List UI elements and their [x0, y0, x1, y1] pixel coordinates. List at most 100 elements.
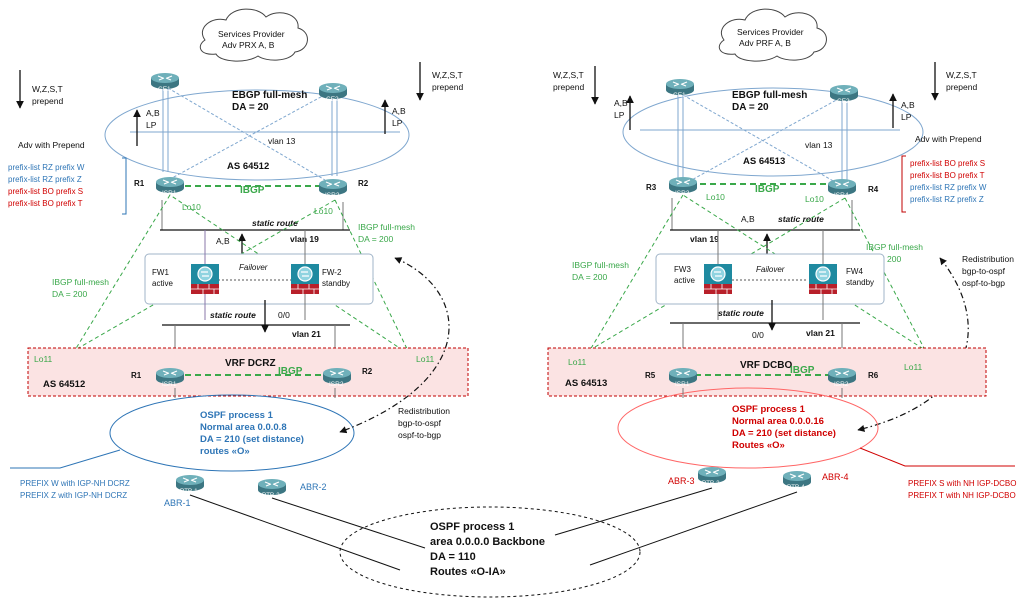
fw2-state: standby — [322, 279, 350, 288]
fw1-left: FW1 — [152, 268, 169, 277]
prefix-t: PREFIX T with NH IGP-DCBO — [908, 491, 1016, 500]
ibgp-mesh-right-left: IBGP full-mesh — [358, 222, 415, 232]
as-bottom-right: AS 64513 — [565, 378, 607, 389]
firewall-icon — [808, 263, 838, 295]
redis2-left: bgp-to-ospf — [398, 418, 442, 428]
r2b-left: R2 — [362, 367, 373, 376]
zero-right: 0/0 — [752, 330, 764, 340]
ebgp-da-left: DA = 20 — [232, 102, 269, 113]
ce1-left: CE1 — [158, 86, 171, 93]
ebgp-title-right: EBGP full-mesh — [732, 90, 807, 101]
ospf2-left: Normal area 0.0.0.8 — [200, 422, 287, 433]
rtr4: RTR-4 — [787, 485, 805, 491]
ab-right-b: A,B — [901, 100, 915, 110]
cloud-left-line2: Adv PRX A, B — [222, 40, 275, 50]
r6: R6 — [868, 371, 879, 380]
ce2-left: CE2 — [326, 96, 339, 103]
isr4: ISR4 — [834, 192, 849, 199]
as-top-right: AS 64513 — [743, 156, 785, 167]
redis3-left: ospf-to-bgp — [398, 430, 441, 440]
prepend-right-b: prepend — [946, 82, 977, 92]
fw4: FW4 — [846, 267, 863, 276]
r5: R5 — [645, 371, 656, 380]
fw3: FW3 — [674, 265, 691, 274]
ibgp-mesh-left-left: IBGP full-mesh — [52, 277, 109, 287]
abr4: ABR-4 — [822, 472, 849, 482]
ibgp2-right: IBGP — [790, 365, 815, 376]
isr2b-left: ISR2 — [329, 381, 344, 388]
ebgp-da-right: DA = 20 — [732, 102, 769, 113]
cloud-right — [718, 8, 827, 62]
ibgp-mesh-left-da-left: DA = 200 — [52, 289, 87, 299]
lo10-left-a: Lo10 — [182, 202, 201, 212]
abr3: ABR-3 — [668, 476, 695, 486]
ospf4-right: Routes «O» — [732, 440, 785, 451]
fw2-left: FW-2 — [322, 268, 342, 277]
r1b-left: R1 — [131, 371, 142, 380]
lo11-left-b: Lo11 — [416, 354, 435, 364]
static-route2-right: static route — [718, 308, 764, 318]
lp-right-a: LP — [614, 110, 625, 120]
cloud-right-line1: Services Provider — [737, 27, 804, 37]
ibgp-right: IBGP — [755, 184, 780, 195]
vlan13-right: vlan 13 — [805, 140, 833, 150]
isr1b-right: ISR1 — [675, 381, 690, 388]
firewall-icon — [190, 263, 220, 295]
failover-right: Failover — [756, 265, 785, 274]
r3: R3 — [646, 183, 657, 192]
prefix-list-item: prefix-list RZ prefix Z — [910, 195, 984, 204]
r2-left: R2 — [358, 179, 369, 188]
ce2-right: CE2 — [837, 98, 850, 105]
lp-left-a: LP — [146, 120, 157, 130]
vlan13-left: vlan 13 — [268, 136, 296, 146]
adv-prepend-left: Adv with Prepend — [18, 140, 85, 150]
redis1-left: Redistribution — [398, 406, 450, 416]
firewall-icon — [703, 263, 733, 295]
ibgp2-left: IBGP — [278, 366, 303, 377]
ospf3-right: DA = 210 (set distance) — [732, 428, 836, 439]
prefix-list-item: prefix-list RZ prefix Z — [8, 175, 82, 184]
ibgp-left: IBGP — [240, 185, 265, 196]
wzst-left-b: W,Z,S,T — [432, 70, 463, 80]
r1-left: R1 — [134, 179, 145, 188]
ospf1-left: OSPF process 1 — [200, 410, 274, 421]
prepend-left-a: prepend — [32, 96, 63, 106]
wzst-right-a: W,Z,S,T — [553, 70, 584, 80]
backbone-line2: area 0.0.0.0 Backbone — [430, 536, 545, 548]
redis3-right: ospf-to-bgp — [962, 278, 1005, 288]
right-site: Services Provider Adv PRF A, B EBGP full… — [547, 8, 1016, 566]
abr1: ABR-1 — [164, 498, 191, 508]
ebgp-ellipse-right — [622, 87, 924, 177]
ebgp-links-left — [130, 85, 400, 181]
isr1b-left: ISR1 — [162, 381, 177, 388]
ab-left-b: A,B — [392, 106, 406, 116]
lo10-right-a: Lo10 — [706, 192, 725, 202]
static-route-left: static route — [252, 218, 298, 228]
vlan19-right: vlan 19 — [690, 234, 719, 244]
backbone-line1: OSPF process 1 — [430, 521, 514, 533]
ab-right-a: A,B — [614, 98, 628, 108]
prefix-list-item: prefix-list RZ prefix W — [8, 163, 85, 172]
rtr1: RTR-1 — [180, 489, 198, 495]
ibgp-mesh-right-da-left: DA = 200 — [358, 234, 393, 244]
lp-left-b: LP — [392, 118, 403, 128]
ebgp-links-right — [640, 92, 900, 183]
firewall-icon — [290, 263, 320, 295]
lo11-right-a: Lo11 — [568, 357, 587, 367]
prefix-list-item: prefix-list RZ prefix W — [910, 183, 987, 192]
ebgp-title-left: EBGP full-mesh — [232, 90, 307, 101]
as-bottom-left: AS 64512 — [43, 379, 85, 390]
ospf3-left: DA = 210 (set distance) — [200, 434, 304, 445]
ospf2-right: Normal area 0.0.0.16 — [732, 416, 824, 427]
prefix-list-item: prefix-list BO prefix S — [8, 187, 83, 196]
cloud-left — [199, 8, 308, 62]
static-route-right: static route — [778, 214, 824, 224]
abr2: ABR-2 — [300, 482, 327, 492]
prepend-right-a: prepend — [553, 82, 584, 92]
prefix-list-item: prefix-list BO prefix T — [910, 171, 985, 180]
prefix-s: PREFIX S with NH IGP-DCBO — [908, 479, 1016, 488]
redis1-right: Redistribution — [962, 254, 1014, 264]
ospf1-right: OSPF process 1 — [732, 404, 806, 415]
ospf-ellipse-left — [109, 394, 355, 472]
